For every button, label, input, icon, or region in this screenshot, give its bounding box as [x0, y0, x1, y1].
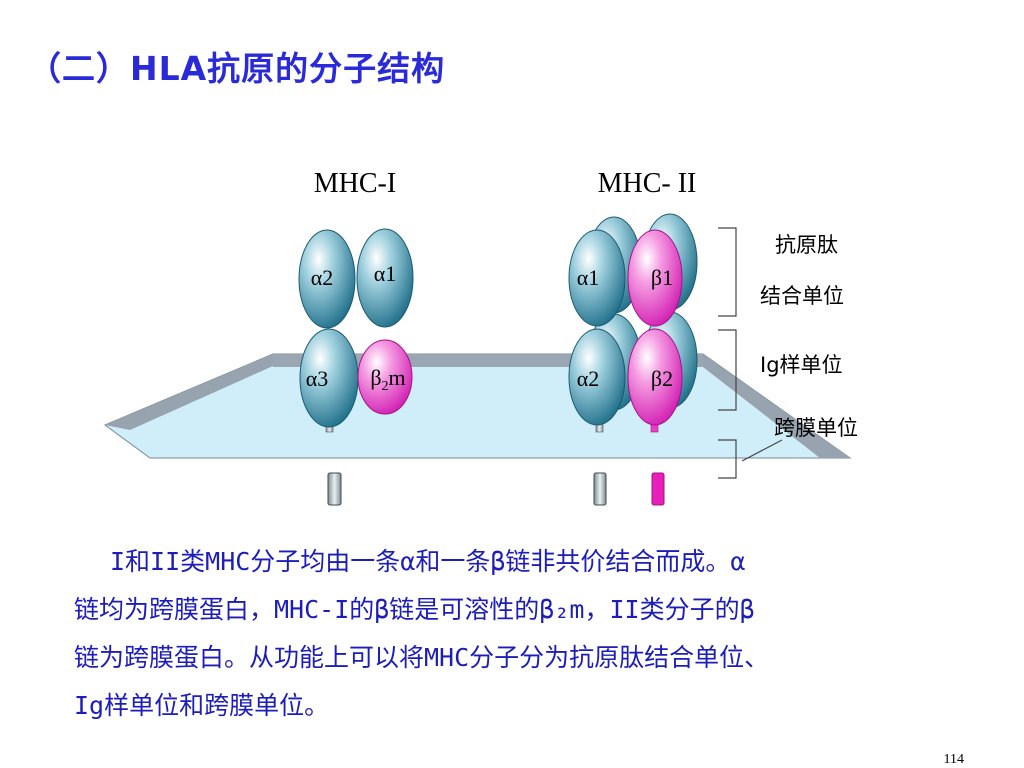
mhc1-beta2m-domain [357, 339, 413, 415]
slide-title: （二）HLA抗原的分子结构 [28, 49, 446, 88]
description-text: I和II类MHC分子均由一条α和一条β链非共价结合而成。α 链均为跨膜蛋白，MH… [74, 538, 1004, 730]
transmembrane-pointer-line [741, 439, 783, 462]
mhc2-alpha-transmembrane-segment [593, 472, 607, 506]
mhc2-beta1-label: β1 [651, 265, 673, 290]
description-line: 链为跨膜蛋白。从功能上可以将MHC分子分为抗原肽结合单位、 [74, 643, 770, 672]
mhc1-alpha1-label: α1 [374, 261, 397, 286]
mhc1-transmembrane-segment [327, 472, 342, 506]
ig-like-label: Ig样单位 [760, 353, 843, 377]
description-line: 链均为跨膜蛋白，MHC-I的β链是可溶性的β₂m，II类分子的β [74, 595, 755, 624]
mhc1-alpha3-label: α3 [306, 366, 329, 391]
mhc1-alpha1-domain [356, 228, 414, 328]
mhc2-beta1-domain [627, 229, 683, 327]
mhc2-alpha2-label: α2 [577, 366, 600, 391]
ig-like-bracket [718, 329, 737, 411]
cell-membrane [103, 353, 852, 459]
mhc2-label: MHC- II [598, 168, 697, 199]
antigen-binding-bracket [718, 227, 737, 317]
mhc2-alpha2-domain [568, 328, 626, 426]
mhc1-beta2m-label: β2m [370, 365, 405, 394]
mhc1-alpha2-label: α2 [311, 265, 334, 290]
description-line: Ig样单位和跨膜单位。 [74, 691, 330, 720]
transmembrane-label: 跨膜单位 [774, 416, 858, 440]
mhc1-molecule: α2 α1 α3 β2m [298, 228, 414, 433]
mhc1-alpha2-domain [298, 229, 356, 329]
unit-brackets [718, 227, 783, 479]
transmembrane-bracket [718, 439, 737, 479]
description-line: I和II类MHC分子均由一条α和一条β链非共价结合而成。α [110, 547, 746, 576]
mhc2-alpha1-domain [568, 229, 626, 327]
mhc2-alpha1-label: α1 [577, 265, 600, 290]
mhc2-molecule: α1 β1 α2 β2 [568, 213, 698, 433]
mhc2-beta2-domain [627, 328, 683, 426]
antigen-binding-label-line2: 结合单位 [760, 284, 844, 308]
mhc2-beta-transmembrane-segment [651, 472, 665, 506]
page-number: 114 [943, 752, 964, 767]
mhc2-beta2-label: β2 [651, 366, 673, 391]
antigen-binding-label-line1: 抗原肽 [775, 233, 838, 257]
mhc1-label: MHC-I [314, 168, 396, 199]
